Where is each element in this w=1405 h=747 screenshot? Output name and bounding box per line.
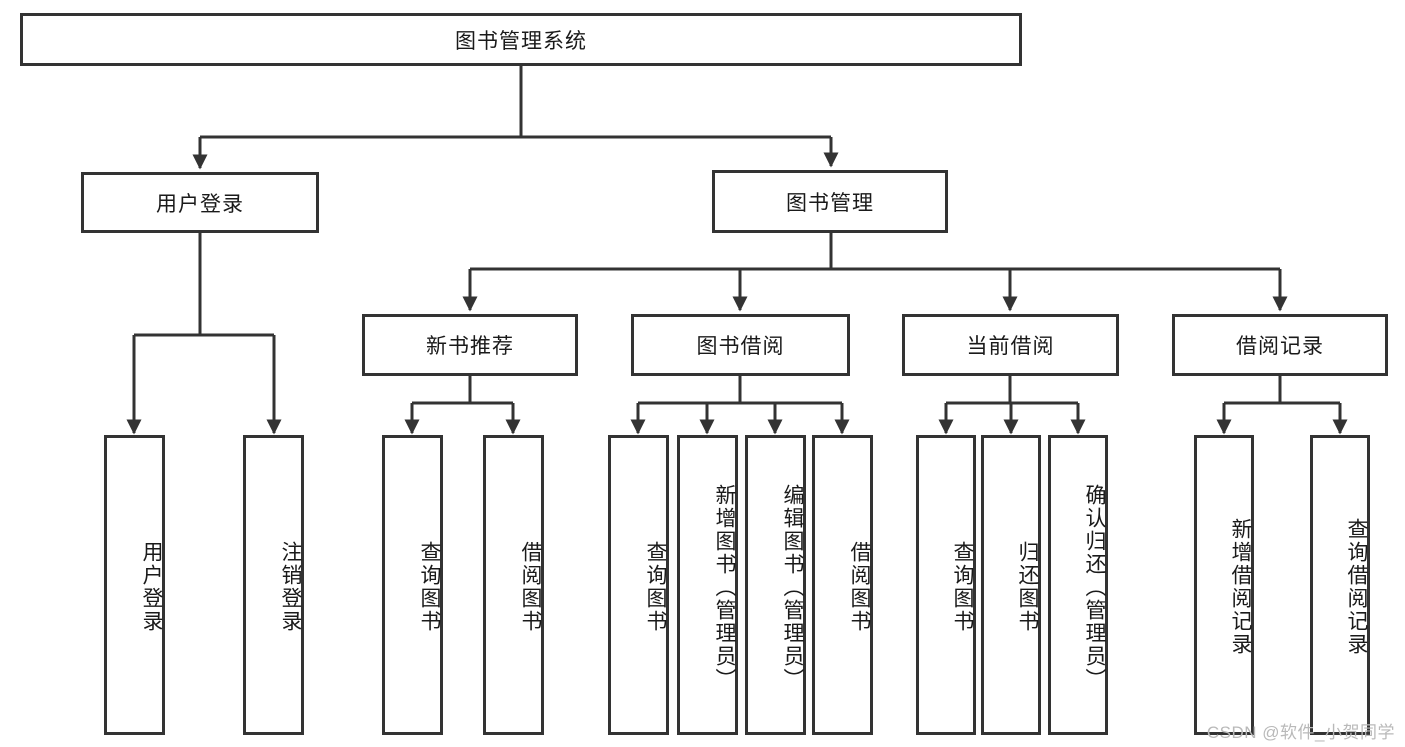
leaf-current-confirm-return[interactable]: 确认归还（管理员） — [1048, 435, 1108, 735]
leaf-new-book-borrow[interactable]: 借阅图书 — [483, 435, 544, 735]
node-borrow-record[interactable]: 借阅记录 — [1172, 314, 1388, 376]
node-label: 注销登录 — [279, 541, 302, 633]
node-label: 图书借阅 — [696, 335, 785, 358]
leaf-new-book-query[interactable]: 查询图书 — [382, 435, 443, 735]
node-label: 查询图书 — [644, 541, 667, 633]
node-label: 图书管理系统 — [455, 29, 587, 53]
leaf-record-query[interactable]: 查询借阅记录 — [1310, 435, 1370, 735]
leaf-user-login-logout[interactable]: 注销登录 — [243, 435, 304, 735]
node-book-management[interactable]: 图书管理 — [712, 170, 948, 233]
leaf-current-query-book[interactable]: 查询图书 — [916, 435, 976, 735]
node-root-system[interactable]: 图书管理系统 — [20, 13, 1022, 66]
node-label: 新增借阅记录 — [1229, 518, 1252, 656]
node-book-borrow[interactable]: 图书借阅 — [631, 314, 850, 376]
node-user-login[interactable]: 用户登录 — [81, 172, 319, 233]
node-label: 新增图书（管理员） — [713, 483, 736, 691]
node-label: 用户登录 — [140, 541, 163, 633]
node-label: 图书管理 — [786, 191, 874, 215]
node-label: 借阅图书 — [848, 541, 871, 633]
node-label: 借阅记录 — [1236, 335, 1324, 358]
leaf-current-return-book[interactable]: 归还图书 — [981, 435, 1041, 735]
node-label: 当前借阅 — [966, 335, 1055, 358]
node-label: 用户登录 — [156, 192, 244, 216]
watermark-text: CSDN @软件_小贺同学 — [1206, 723, 1395, 742]
node-label: 编辑图书（管理员） — [781, 483, 804, 691]
node-current-borrow[interactable]: 当前借阅 — [902, 314, 1119, 376]
node-label: 归还图书 — [1016, 541, 1039, 633]
node-label: 查询图书 — [951, 541, 974, 633]
leaf-borrow-edit-book[interactable]: 编辑图书（管理员） — [745, 435, 806, 735]
node-label: 确认归还（管理员） — [1083, 483, 1106, 691]
leaf-user-login-login[interactable]: 用户登录 — [104, 435, 165, 735]
node-new-book-recommend[interactable]: 新书推荐 — [362, 314, 578, 376]
leaf-borrow-add-book[interactable]: 新增图书（管理员） — [677, 435, 738, 735]
leaf-borrow-borrow-book[interactable]: 借阅图书 — [812, 435, 873, 735]
leaf-borrow-query-book[interactable]: 查询图书 — [608, 435, 669, 735]
node-label: 新书推荐 — [426, 335, 514, 358]
leaf-record-add[interactable]: 新增借阅记录 — [1194, 435, 1254, 735]
node-label: 借阅图书 — [519, 541, 542, 633]
node-label: 查询借阅记录 — [1345, 518, 1368, 656]
node-label: 查询图书 — [418, 541, 441, 633]
